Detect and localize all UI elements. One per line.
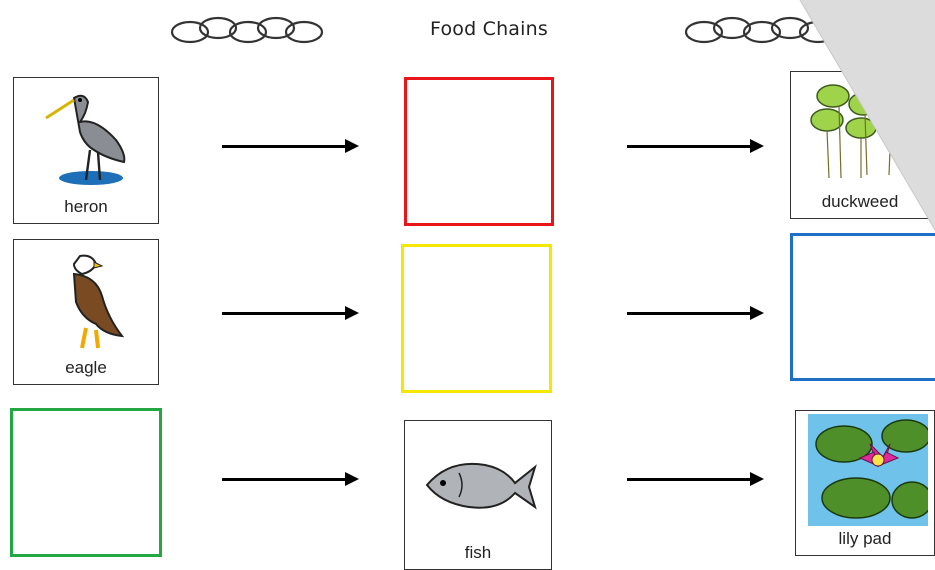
empty-box-blue[interactable] [790,233,935,381]
eagle-icon [72,254,125,349]
card-heron[interactable]: heron [13,77,159,224]
card-fish[interactable]: fish [404,420,552,570]
card-label: duckweed [821,192,899,211]
arrow [222,139,359,153]
arrow [627,306,764,320]
card-lily-pad[interactable]: lily pad [795,410,935,556]
lily-pad-icon [808,414,928,526]
heron-icon [45,94,126,185]
card-duckweed[interactable]: duckweed [790,71,930,219]
chain-decoration-right [684,16,838,44]
card-label: heron [64,197,108,216]
empty-box-yellow[interactable] [401,244,552,393]
chain-decoration-left [170,16,324,44]
arrow [222,472,359,486]
arrow [627,472,764,486]
arrow [627,139,764,153]
empty-box-red[interactable] [404,77,554,226]
page-title: Food Chains [430,18,548,40]
arrow [222,306,359,320]
card-label: eagle [65,358,107,377]
empty-box-green[interactable] [10,408,162,557]
card-eagle[interactable]: eagle [13,239,159,385]
card-label: lily pad [838,529,892,548]
duckweed-icon [810,84,906,179]
card-label: fish [464,543,492,562]
fish-icon [425,462,537,510]
